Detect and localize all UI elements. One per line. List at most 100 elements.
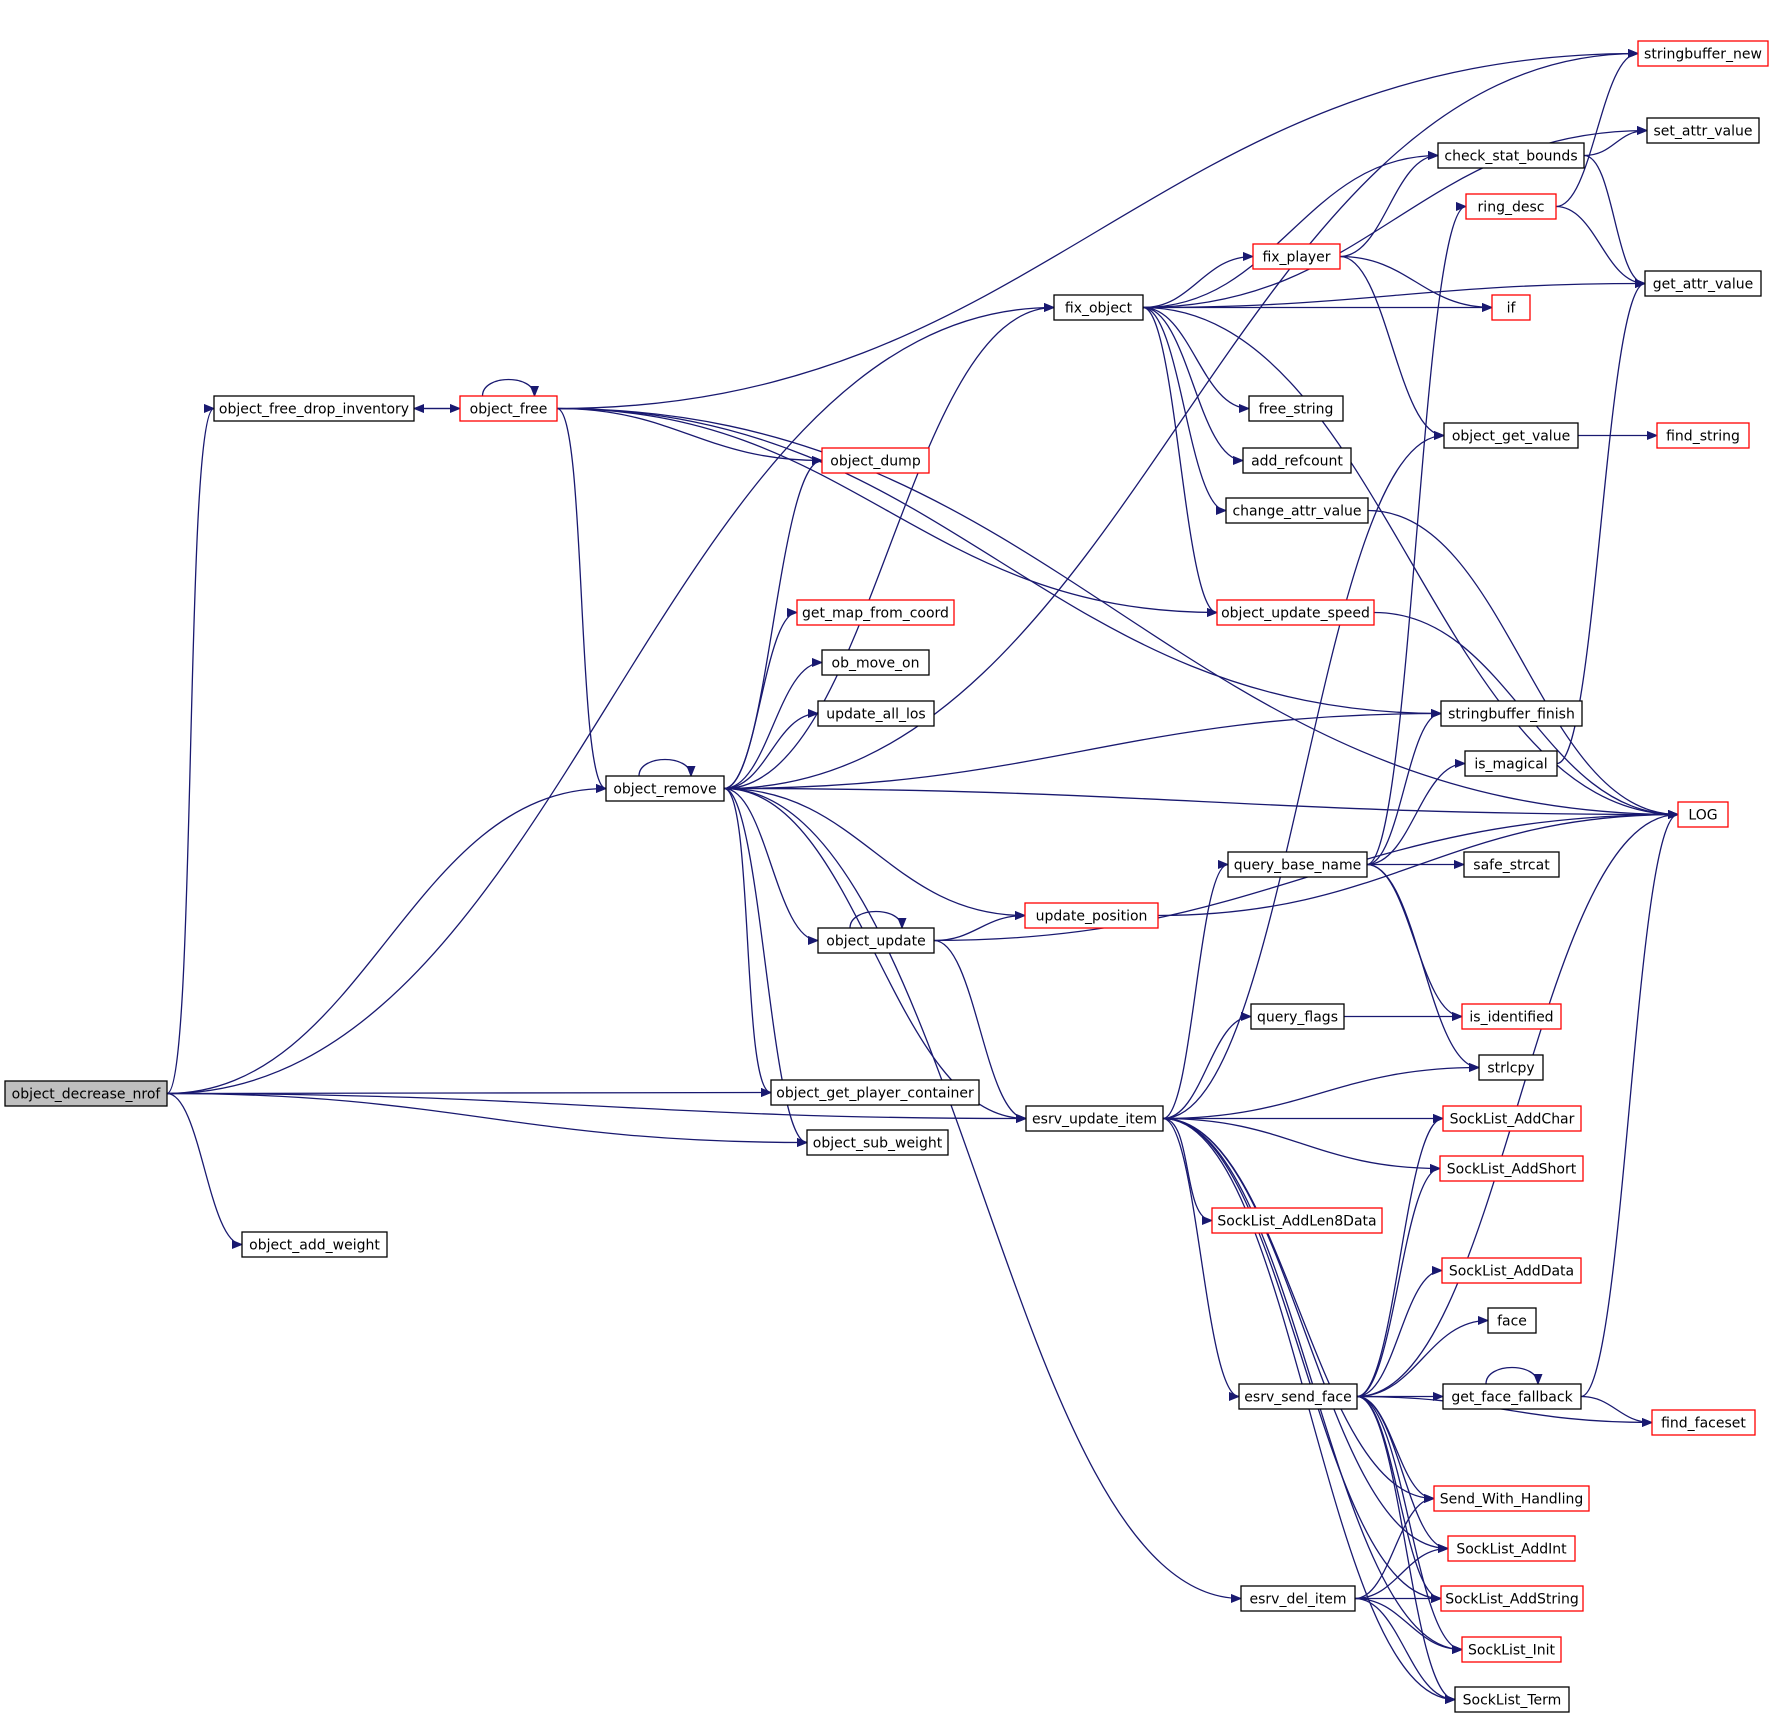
node-find_faceset[interactable]: find_faceset [1651,1409,1756,1436]
node-object_sub_weight[interactable]: object_sub_weight [806,1129,949,1156]
node-SockList_AddInt[interactable]: SockList_AddInt [1447,1535,1576,1562]
edge-esrv_update_item-to-object_get_value [1162,436,1444,1120]
edge-esrv_update_item-to-SockList_AddInt [1162,1117,1448,1549]
node-face[interactable]: face [1487,1307,1537,1334]
node-stringbuffer_finish[interactable]: stringbuffer_finish [1440,700,1583,727]
node-is_identified[interactable]: is_identified [1461,1003,1562,1030]
edge-query_base_name-to-stringbuffer_finish [1366,714,1442,866]
node-update_position[interactable]: update_position [1024,902,1159,929]
node-strlcpy[interactable]: strlcpy [1478,1054,1544,1081]
node-set_attr_value[interactable]: set_attr_value [1646,117,1760,144]
node-box [1463,851,1560,878]
node-box [817,927,935,954]
edge-query_base_name-to-strlcpy [1366,863,1479,1068]
node-label: is_identified [1469,1010,1553,1026]
edge-object_remove-to-object_update [723,787,819,941]
node-SockList_Term[interactable]: SockList_Term [1454,1686,1570,1713]
node-object_free_drop_inventory[interactable]: object_free_drop_inventory [213,395,415,422]
node-ring_desc[interactable]: ring_desc [1465,193,1557,220]
node-label: stringbuffer_new [1644,47,1762,63]
node-label: update_position [1036,909,1148,925]
node-SockList_Init[interactable]: SockList_Init [1461,1636,1562,1663]
node-LOG[interactable]: LOG [1677,801,1729,828]
node-object_get_player_container[interactable]: object_get_player_container [770,1079,980,1106]
node-fix_player[interactable]: fix_player [1252,243,1341,270]
edge-object_remove-to-ob_move_on [723,663,822,790]
node-SockList_AddLen8Data[interactable]: SockList_AddLen8Data [1211,1207,1383,1234]
node-label: get_attr_value [1653,277,1754,293]
node-if[interactable]: if [1491,294,1531,321]
edge-fix_player-to-if [1339,255,1492,308]
node-get_attr_value[interactable]: get_attr_value [1644,270,1762,297]
node-SockList_AddChar[interactable]: SockList_AddChar [1442,1105,1582,1132]
node-box [806,1129,949,1156]
node-object_remove[interactable]: object_remove [605,775,725,802]
node-box [1651,1409,1756,1436]
node-label: change_attr_value [1232,504,1361,520]
node-label: strlcpy [1487,1061,1534,1077]
node-SockList_AddData[interactable]: SockList_AddData [1441,1257,1582,1284]
node-safe_strcat[interactable]: safe_strcat [1463,851,1560,878]
node-get_face_fallback[interactable]: get_face_fallback [1442,1383,1582,1410]
node-get_map_from_coord[interactable]: get_map_from_coord [796,599,955,626]
node-add_refcount[interactable]: add_refcount [1242,447,1352,474]
node-check_stat_bounds[interactable]: check_stat_bounds [1437,142,1585,169]
node-is_magical[interactable]: is_magical [1464,750,1558,777]
edge-object_decrease_nrof-to-object_remove [166,789,606,1095]
node-box [1454,1686,1570,1713]
node-label: find_string [1666,429,1740,445]
node-label: esrv_update_item [1032,1112,1157,1128]
edge-esrv_send_face-to-SockList_AddInt [1356,1395,1449,1549]
node-box [1447,1535,1576,1562]
node-esrv_send_face[interactable]: esrv_send_face [1238,1383,1358,1410]
edge-fix_object-to-LOG [1142,306,1678,815]
node-label: query_base_name [1234,858,1362,874]
node-object_decrease_nrof[interactable]: object_decrease_nrof [4,1080,168,1107]
edge-esrv_send_face-to-SockList_AddData [1356,1271,1443,1398]
node-free_string[interactable]: free_string [1248,395,1344,422]
edge-fix_object-to-get_attr_value [1142,284,1645,309]
edge-fix_object-to-check_stat_bounds [1142,156,1438,309]
node-stringbuffer_new[interactable]: stringbuffer_new [1637,40,1769,67]
edge-esrv_update_item-to-query_flags [1162,1017,1251,1120]
node-label: Send_With_Handling [1440,1492,1583,1508]
node-fix_object[interactable]: fix_object [1053,294,1144,321]
node-esrv_del_item[interactable]: esrv_del_item [1240,1585,1356,1612]
node-box [1677,801,1729,828]
node-Send_With_Handling[interactable]: Send_With_Handling [1433,1485,1590,1512]
edge-object_decrease_nrof-to-esrv_update_item [166,1092,1026,1119]
edge-query_base_name-to-ring_desc [1366,207,1467,866]
node-SockList_AddString[interactable]: SockList_AddString [1440,1585,1584,1612]
node-query_base_name[interactable]: query_base_name [1227,851,1368,878]
edge-esrv_update_item-to-SockList_AddLen8Data [1162,1117,1213,1221]
edge-object_remove-to-LOG [723,787,1678,815]
node-label: add_refcount [1251,454,1343,470]
node-box [1238,1383,1358,1410]
node-object_add_weight[interactable]: object_add_weight [241,1231,388,1258]
node-label: check_stat_bounds [1444,149,1577,165]
edge-esrv_send_face-to-SockList_AddChar [1356,1119,1444,1398]
node-label: ring_desc [1478,200,1545,216]
edge-get_face_fallback-to-find_faceset [1580,1395,1652,1423]
edge-esrv_update_item-to-SockList_AddShort [1162,1117,1440,1169]
node-object_free[interactable]: object_free [459,395,558,422]
node-esrv_update_item[interactable]: esrv_update_item [1025,1105,1164,1132]
edge-object_decrease_nrof-to-fix_object [166,308,1054,1095]
node-label: esrv_del_item [1250,1592,1347,1608]
node-box [459,395,558,422]
node-SockList_AddShort[interactable]: SockList_AddShort [1439,1155,1584,1182]
node-update_all_los[interactable]: update_all_los [817,700,935,727]
node-query_flags[interactable]: query_flags [1250,1003,1345,1030]
node-object_dump[interactable]: object_dump [821,447,930,474]
node-object_get_value[interactable]: object_get_value [1443,422,1579,449]
edge-object_update-to-update_position [933,916,1025,942]
node-box [1487,1307,1537,1334]
edge-esrv_del_item-to-SockList_Term [1354,1597,1455,1700]
node-label: esrv_send_face [1244,1390,1351,1406]
node-object_update[interactable]: object_update [817,927,935,954]
node-object_update_speed[interactable]: object_update_speed [1216,599,1375,626]
node-find_string[interactable]: find_string [1656,422,1750,449]
node-box [1240,1585,1356,1612]
node-change_attr_value[interactable]: change_attr_value [1225,497,1369,524]
node-ob_move_on[interactable]: ob_move_on [821,649,930,676]
